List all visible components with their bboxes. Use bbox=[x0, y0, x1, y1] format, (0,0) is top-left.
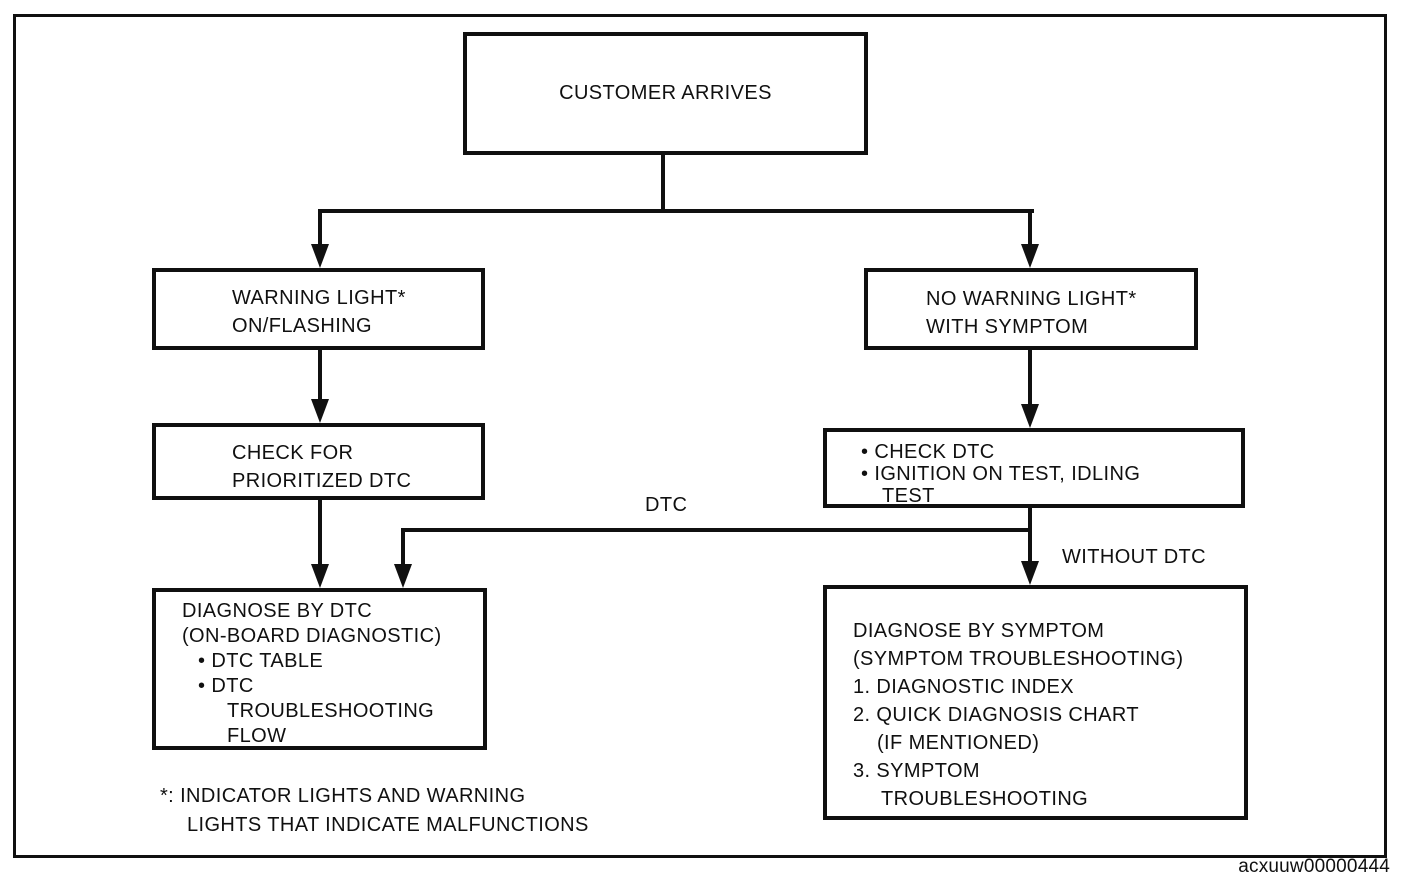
arrowhead-to-no-warning-light bbox=[1021, 244, 1039, 268]
arrowhead-to-check-prioritized-dtc bbox=[311, 399, 329, 423]
connector-branch-left-down bbox=[318, 209, 322, 247]
arrowhead-to-warning-light bbox=[311, 244, 329, 268]
node-text-line: WARNING LIGHT* bbox=[232, 287, 406, 309]
node-text-line: TROUBLESHOOTING bbox=[227, 700, 435, 722]
node-text-line: • DTC TABLE bbox=[198, 650, 324, 672]
edge-label-without-dtc: WITHOUT DTC bbox=[1062, 546, 1207, 568]
node-text-line: CHECK FOR bbox=[232, 442, 354, 464]
footnote: *: INDICATOR LIGHTS AND WARNING LIGHTS T… bbox=[160, 782, 589, 840]
node-text-line: CUSTOMER ARRIVES bbox=[559, 82, 772, 104]
node-diagnose-by-symptom: DIAGNOSE BY SYMPTOM (SYMPTOM TROUBLESHOO… bbox=[823, 585, 1248, 820]
node-text-line: • DTC bbox=[198, 675, 254, 697]
node-text-line: (ON-BOARD DIAGNOSTIC) bbox=[182, 625, 442, 647]
node-text-line: (IF MENTIONED) bbox=[877, 732, 1040, 754]
footnote-line: LIGHTS THAT INDICATE MALFUNCTIONS bbox=[187, 814, 589, 836]
connector-customer-down bbox=[661, 152, 665, 213]
figure-code: acxuuw00000444 bbox=[1238, 856, 1390, 877]
node-warning-light-on-flashing: WARNING LIGHT* ON/FLASHING bbox=[152, 268, 485, 350]
node-text-line: TEST bbox=[882, 485, 935, 507]
connector-branch-right-down bbox=[1028, 209, 1032, 247]
arrowhead-to-diagnose-by-dtc bbox=[311, 564, 329, 588]
node-text-line: ON/FLASHING bbox=[232, 315, 372, 337]
arrowhead-to-check-dtc bbox=[1021, 404, 1039, 428]
arrowhead-dtc-to-diagnose-by-dtc bbox=[394, 564, 412, 588]
node-text-line: 1. DIAGNOSTIC INDEX bbox=[853, 676, 1074, 698]
connector-dtc-left-down bbox=[401, 528, 405, 567]
node-diagnose-by-dtc: DIAGNOSE BY DTC (ON-BOARD DIAGNOSTIC) • … bbox=[152, 588, 487, 750]
node-text-line: • IGNITION ON TEST, IDLING bbox=[861, 463, 1141, 485]
connector-branch-horizontal bbox=[318, 209, 1034, 213]
node-text-line: WITH SYMPTOM bbox=[926, 316, 1089, 338]
node-text-line: 3. SYMPTOM bbox=[853, 760, 980, 782]
node-text-line: 2. QUICK DIAGNOSIS CHART bbox=[853, 704, 1139, 726]
node-text-line: • CHECK DTC bbox=[861, 441, 995, 463]
node-check-dtc-ignition-on-test: • CHECK DTC • IGNITION ON TEST, IDLING T… bbox=[823, 428, 1245, 508]
node-check-for-prioritized-dtc: CHECK FOR PRIORITIZED DTC bbox=[152, 423, 485, 500]
connector-no-warning-to-check-dtc bbox=[1028, 348, 1032, 407]
connector-dtc-horizontal bbox=[401, 528, 1032, 532]
node-text-line: TROUBLESHOOTING bbox=[881, 788, 1089, 810]
connector-check-to-diagnose-dtc bbox=[318, 498, 322, 568]
arrowhead-to-diagnose-by-symptom bbox=[1021, 561, 1039, 585]
node-text-line: (SYMPTOM TROUBLESHOOTING) bbox=[853, 648, 1184, 670]
node-no-warning-light-with-symptom: NO WARNING LIGHT* WITH SYMPTOM bbox=[864, 268, 1198, 350]
node-text-line: DIAGNOSE BY SYMPTOM bbox=[853, 620, 1105, 642]
connector-check-dtc-down bbox=[1028, 506, 1032, 564]
footnote-line: *: INDICATOR LIGHTS AND WARNING bbox=[160, 785, 526, 807]
node-text-line: PRIORITIZED DTC bbox=[232, 470, 412, 492]
node-text-line: NO WARNING LIGHT* bbox=[926, 288, 1137, 310]
node-text-line: DIAGNOSE BY DTC bbox=[182, 600, 373, 622]
connector-warning-to-check bbox=[318, 348, 322, 402]
edge-label-dtc: DTC bbox=[645, 494, 688, 516]
node-customer-arrives: CUSTOMER ARRIVES bbox=[463, 32, 868, 155]
node-text-line: FLOW bbox=[227, 725, 287, 747]
